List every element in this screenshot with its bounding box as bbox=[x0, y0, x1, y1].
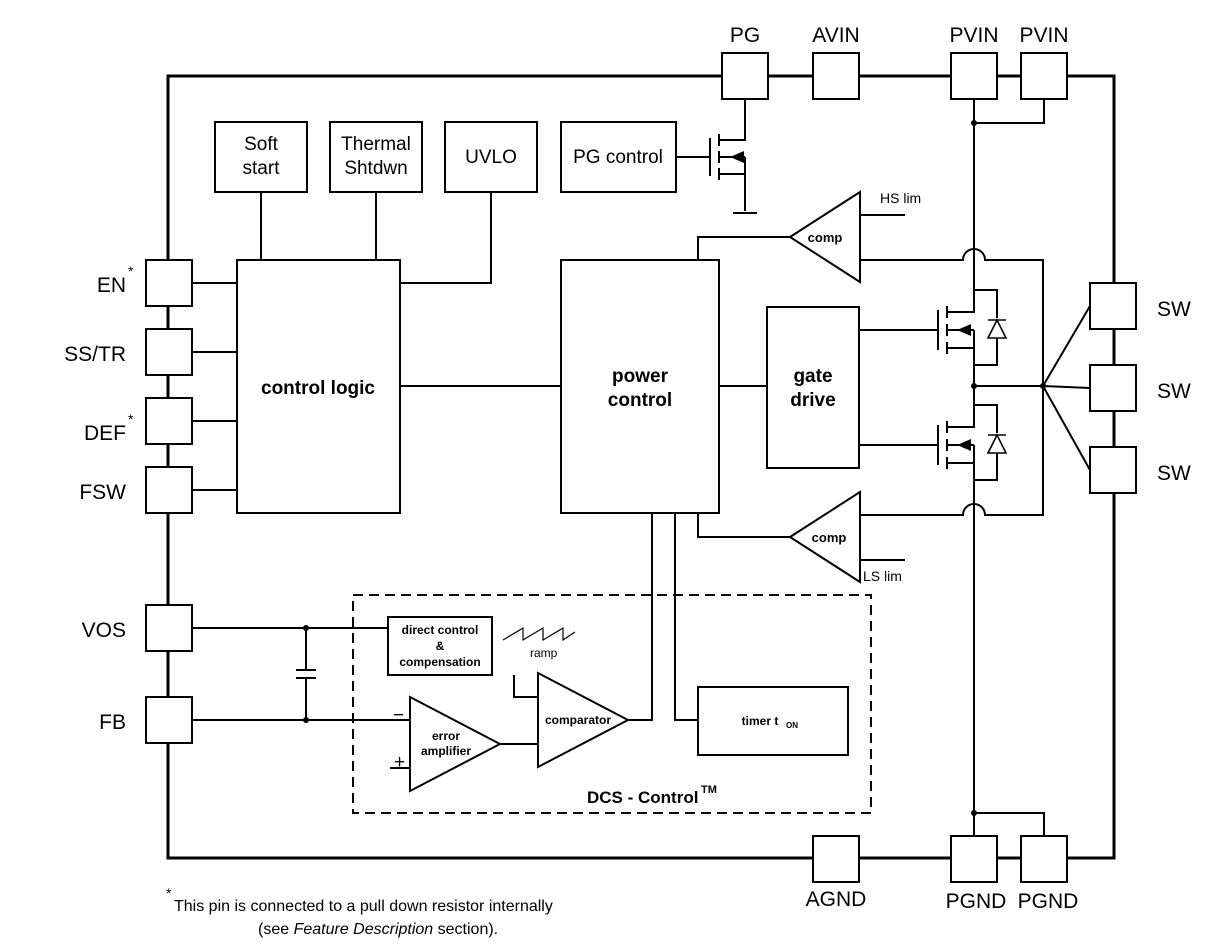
footnote-line-1: This pin is connected to a pull down res… bbox=[174, 898, 553, 915]
comparator-label: comparator bbox=[545, 713, 611, 727]
pin-ss-tr-label: SS/TR bbox=[64, 343, 126, 366]
pg-mosfet bbox=[676, 99, 757, 214]
pin-pgnd-1: PGND bbox=[946, 835, 1007, 913]
pin-pvin-2: PVIN bbox=[1019, 24, 1069, 100]
footnote-line-2-post: section). bbox=[433, 921, 498, 938]
ramp-symbol: ramp bbox=[502, 626, 576, 660]
error-amp-plus: + bbox=[394, 752, 405, 773]
dcs-control-tm: TM bbox=[701, 784, 717, 796]
pg-control-label: PG control bbox=[573, 147, 663, 168]
footnote-line-2-pre: (see bbox=[258, 921, 294, 938]
direct-control-label-1: direct control bbox=[402, 623, 479, 637]
soft-start-label-2: start bbox=[243, 158, 281, 179]
hs-comparator: comp HS lim bbox=[697, 190, 1044, 386]
pin-sw-1-label: SW bbox=[1157, 298, 1191, 321]
thermal-shutdown-block: Thermal Shtdwn bbox=[329, 121, 423, 193]
direct-control-label-2: & bbox=[436, 639, 445, 653]
power-control-label-2: control bbox=[608, 390, 672, 411]
direct-control-label-3: compensation bbox=[399, 655, 480, 669]
thermal-label-1: Thermal bbox=[341, 134, 411, 155]
pin-en-asterisk: * bbox=[128, 263, 134, 279]
error-amplifier: error amplifier − + bbox=[390, 695, 503, 793]
pin-avin: AVIN bbox=[812, 24, 860, 100]
pin-sw-3-label: SW bbox=[1157, 462, 1191, 485]
pin-fb-label: FB bbox=[99, 711, 126, 734]
pin-fb: FB bbox=[99, 696, 193, 744]
pin-en: EN * bbox=[97, 259, 193, 307]
control-logic-label: control logic bbox=[261, 378, 375, 399]
pin-sw-2-label: SW bbox=[1157, 380, 1191, 403]
footnote: * This pin is connected to a pull down r… bbox=[166, 885, 553, 938]
pin-agnd: AGND bbox=[806, 835, 867, 911]
power-stage bbox=[859, 99, 1091, 836]
hs-lim-label: HS lim bbox=[880, 190, 921, 206]
pin-pvin-1: PVIN bbox=[949, 24, 999, 100]
ramp-label: ramp bbox=[530, 646, 558, 660]
ls-lim-label: LS lim bbox=[863, 568, 902, 584]
gate-drive-block: gate drive bbox=[766, 306, 860, 469]
pin-def-label: DEF bbox=[84, 422, 126, 445]
soft-start-label-1: Soft bbox=[244, 134, 279, 155]
comparator-block: comparator bbox=[537, 671, 631, 769]
pin-pg-label: PG bbox=[730, 24, 760, 47]
timer-label: timer t bbox=[742, 714, 779, 728]
pin-def: DEF * bbox=[84, 397, 193, 445]
dcs-wires bbox=[192, 513, 698, 745]
comp-hs-label: comp bbox=[808, 230, 843, 245]
error-amp-minus: − bbox=[393, 705, 404, 726]
pin-vos: VOS bbox=[82, 604, 193, 652]
control-logic-block: control logic bbox=[236, 259, 401, 514]
ls-comparator: comp LS lim bbox=[697, 386, 1044, 584]
timer-block: timer t ON bbox=[697, 686, 849, 756]
pin-fsw: FSW bbox=[79, 466, 193, 514]
pin-def-asterisk: * bbox=[128, 411, 134, 427]
timer-sub-label: ON bbox=[786, 721, 798, 730]
pin-pg: PG bbox=[721, 24, 769, 100]
thermal-label-2: Shtdwn bbox=[344, 158, 407, 179]
pin-pgnd-2: PGND bbox=[1018, 835, 1079, 913]
gate-drive-label-1: gate bbox=[793, 366, 832, 387]
pin-pvin-1-label: PVIN bbox=[949, 24, 998, 47]
pin-fsw-label: FSW bbox=[79, 481, 126, 504]
control-wires bbox=[192, 192, 767, 491]
error-amp-label-2: amplifier bbox=[421, 744, 471, 758]
power-control-block: power control bbox=[560, 259, 720, 514]
pin-sw-2: SW bbox=[1089, 364, 1191, 412]
pg-control-block: PG control bbox=[560, 121, 677, 193]
comp-ls-label: comp bbox=[812, 530, 847, 545]
footnote-line-2-italic: Feature Description bbox=[294, 921, 434, 938]
pin-en-label: EN bbox=[97, 274, 126, 297]
pin-agnd-label: AGND bbox=[806, 888, 867, 911]
dcs-control-label: DCS - Control bbox=[587, 788, 698, 807]
soft-start-block: Soft start bbox=[214, 121, 308, 193]
pin-ss-tr: SS/TR bbox=[64, 328, 193, 376]
uvlo-label: UVLO bbox=[465, 147, 517, 168]
pin-sw-3: SW bbox=[1089, 446, 1191, 494]
pin-avin-label: AVIN bbox=[812, 24, 859, 47]
direct-control-block: direct control & compensation bbox=[387, 616, 493, 676]
pin-pvin-2-label: PVIN bbox=[1019, 24, 1068, 47]
footnote-line-2: (see Feature Description section). bbox=[258, 921, 498, 938]
pin-pgnd-1-label: PGND bbox=[946, 890, 1007, 913]
pin-vos-label: VOS bbox=[82, 619, 126, 642]
dcs-control-region bbox=[352, 594, 872, 814]
gate-drive-label-2: drive bbox=[790, 390, 835, 411]
power-control-label-1: power bbox=[612, 366, 669, 387]
pin-sw-1: SW bbox=[1089, 282, 1191, 330]
footnote-asterisk: * bbox=[166, 885, 172, 901]
pin-pgnd-2-label: PGND bbox=[1018, 890, 1079, 913]
error-amp-label-1: error bbox=[432, 729, 460, 743]
uvlo-block: UVLO bbox=[444, 121, 538, 193]
